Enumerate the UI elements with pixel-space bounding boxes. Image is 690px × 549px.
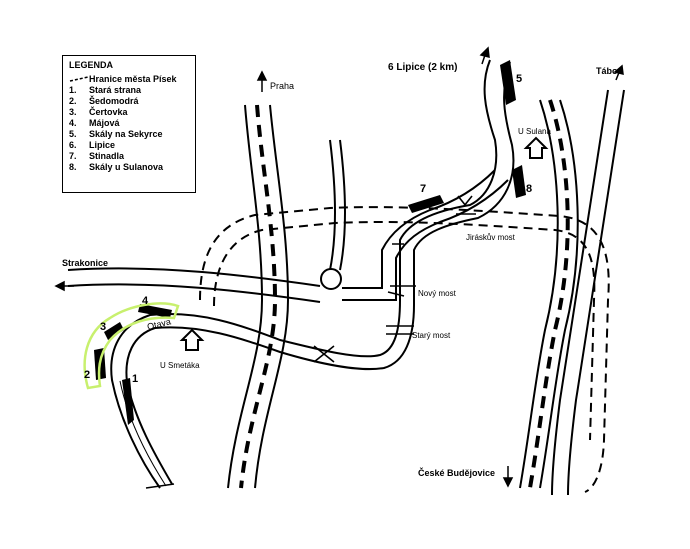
legend-item-label: Stará strana [89,84,142,95]
site-number-5: 5 [516,73,522,85]
rock-sites [94,60,526,425]
boundary-line-icon [69,75,89,82]
direction-arrows [54,46,624,488]
house-icon-u-sulana [523,136,549,159]
site-marker-5 [500,60,516,105]
legend-item-label: Skály u Sulanova [89,161,164,172]
legend-item-number: 4. [69,117,77,128]
bridge-novy-mark [387,243,416,297]
site-marker-7 [408,195,444,213]
bridge-bottom [145,483,175,489]
legend-item: 2. Šedomodrá [69,95,189,106]
legend-item: 5. Skály na Sekyrce [69,128,189,139]
site-number-4: 4 [142,295,149,307]
roundabout [320,268,342,290]
legend-boundary-row: Hranice města Písek [69,73,189,84]
house-icon-u-smetaka [179,328,205,351]
site-number-7: 7 [420,183,426,195]
site-marker-3 [104,322,124,340]
label-stary-most: Starý most [412,331,451,340]
label-ceske-budejovice: České Budějovice [418,467,495,478]
legend-item-number: 7. [69,150,77,161]
label-tabor: Tábor [596,66,621,76]
road-left-center [329,139,346,271]
label-praha: Praha [270,81,294,91]
legend-item-number: 3. [69,106,77,117]
legend-item-label: Skály na Sekyrce [89,128,163,139]
legend-item: 7. Stinadla [69,150,189,161]
legend-item-label: Čertovka [89,106,128,117]
river-otava-midline [119,380,167,487]
site-marker-4 [138,304,172,318]
site-number-2: 2 [84,369,90,381]
legend-item-number: 5. [69,128,77,139]
railway-left [227,104,290,489]
site-marker-1 [122,378,134,425]
legend-item-label: Lipice [89,139,116,150]
legend-item: 1. Stará strana [69,84,189,95]
bridge-stary-mark [386,325,414,335]
legend-item-number: 2. [69,95,77,106]
legend-title: LEGENDA [69,60,114,70]
legend-item-number: 1. [69,84,77,95]
bridges [145,195,476,489]
site-number-3: 3 [100,321,106,333]
label-lipice: 6 Lipice (2 km) [388,62,457,73]
highlight-outline [83,302,180,390]
legend-item-label: Stinadla [89,150,125,161]
site-number-1: 1 [132,373,138,385]
label-strakonice: Strakonice [62,258,108,268]
legend-item: 4. Májová [69,117,189,128]
label-jiraskuv-most: Jiráskův most [466,233,516,242]
label-u-sulana: U Sulana [518,127,551,136]
label-u-smetaka: U Smetáka [160,361,200,370]
town-boundary [199,206,610,493]
bridge-otava-lower [313,345,335,363]
legend-item-number: 6. [69,139,77,150]
river-otava [110,59,515,489]
legend-boundary-label: Hranice města Písek [89,73,177,84]
legend-item-label: Májová [89,117,120,128]
legend-item-number: 8. [69,161,77,172]
legend-item-label: Šedomodrá [89,95,139,106]
railway-right [519,89,625,496]
legend-item: 8. Skály u Sulanova [69,161,189,172]
label-novy-most: Nový most [418,289,457,298]
bridge-jiraskuv-mark [456,195,476,215]
legend-box: LEGENDA Hranice města Písek 1. Stará stra… [62,55,196,193]
site-number-8: 8 [526,183,532,195]
legend-item: 6. Lipice [69,139,189,150]
site-marker-8 [512,165,526,198]
legend-item: 3. Čertovka [69,106,189,117]
